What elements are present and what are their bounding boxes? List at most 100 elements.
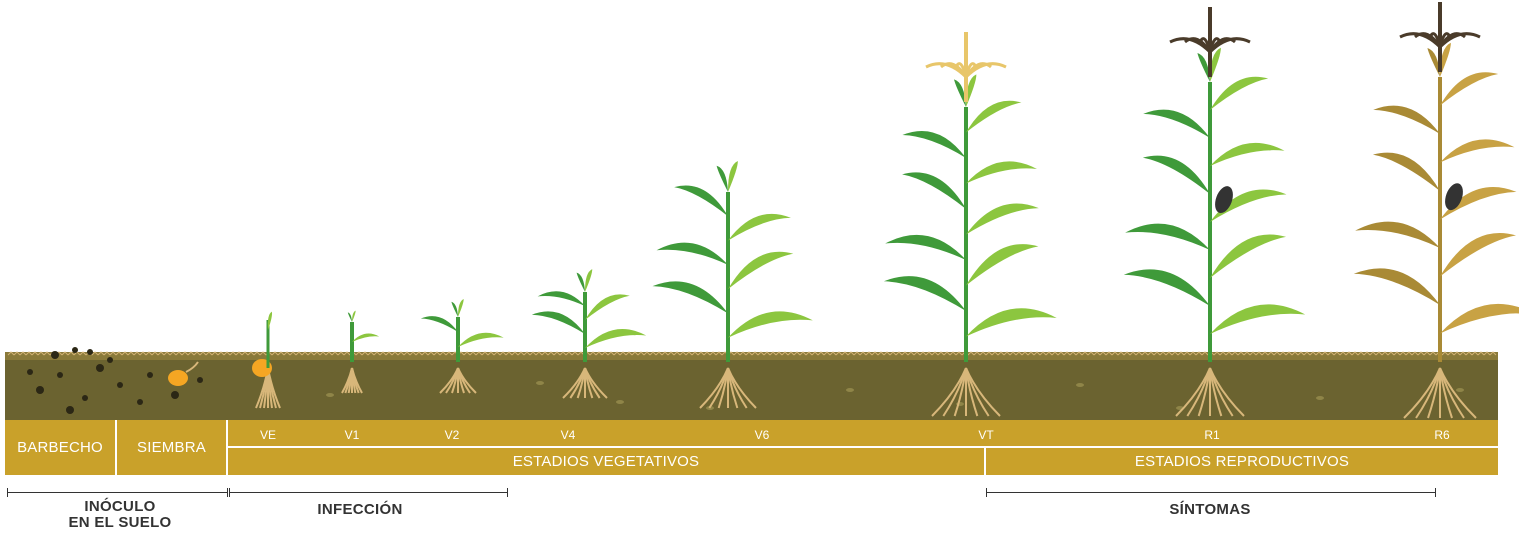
leaf (1210, 76, 1269, 110)
root-strand (457, 367, 477, 394)
tassel (925, 32, 1007, 102)
inoculo-label: INÓCULO EN EL SUELO (40, 499, 200, 531)
leaf-top (1427, 47, 1440, 77)
leaf-top (1197, 52, 1210, 82)
root-strand (584, 367, 608, 399)
stage-label-v2: V2 (444, 428, 460, 442)
leaf-top (351, 310, 356, 322)
leaf (883, 276, 966, 311)
leaf (1142, 155, 1210, 194)
inoculum-particle (36, 386, 44, 394)
crop-growth-illustration (5, 2, 1519, 420)
leaf-top (451, 301, 458, 317)
tassel-branch (964, 62, 1007, 79)
ve-leaf (267, 311, 273, 330)
soil-surface (5, 352, 1498, 360)
root-strand (351, 367, 363, 394)
tassel (1399, 2, 1481, 72)
roots (439, 367, 477, 394)
inoculum-particle (66, 406, 74, 414)
inoculum-particle (117, 382, 123, 388)
stage-label-ve: VE (259, 428, 277, 442)
leaf (1355, 221, 1440, 248)
inoculum-particle (171, 391, 179, 399)
inoculum-particle (82, 395, 88, 401)
leaf-top (965, 74, 977, 107)
stage-label-v4: V4 (560, 428, 576, 442)
stage-label-v1: V1 (344, 428, 360, 442)
leaf (585, 328, 647, 348)
tassel-branch (1198, 37, 1212, 53)
infeccion-text: INFECCIÓN (317, 501, 403, 518)
leaf (966, 308, 1057, 337)
leaf (1143, 109, 1210, 138)
root-strand (1439, 367, 1477, 419)
siembra-label: SIEMBRA (137, 439, 206, 456)
leaf-top (1209, 47, 1221, 82)
inoculum-particle (137, 399, 143, 405)
roots (1403, 367, 1477, 419)
leaf-top (954, 79, 966, 107)
sintomas-label: SÍNTOMAS (1130, 502, 1290, 518)
inoculo-range-line (7, 488, 228, 497)
tassel (1169, 7, 1251, 77)
inoculum-particle (87, 349, 93, 355)
leaf (1210, 234, 1287, 278)
leaf-top (1439, 42, 1451, 77)
leaf (458, 332, 504, 347)
soil-spot (846, 388, 854, 392)
stage-label-vt: VT (978, 428, 994, 442)
inoculo-line1: INÓCULO (84, 498, 156, 515)
seed-sprout (185, 361, 199, 373)
inoculum-particle (96, 364, 104, 372)
leaf (1440, 72, 1499, 106)
leaf (652, 281, 728, 314)
leaf (966, 161, 1037, 184)
barbecho-cell: BARBECHO (5, 420, 115, 475)
leaf (966, 100, 1022, 133)
seed-siembra (168, 370, 188, 386)
leaf (728, 213, 791, 241)
leaf (728, 311, 813, 338)
tassel-branch (1208, 37, 1251, 54)
tassel-branch (1438, 32, 1481, 49)
soil-band (5, 358, 1498, 420)
reproductive-label: ESTADIOS REPRODUCTIVOS (1134, 453, 1350, 470)
ear (1445, 183, 1463, 211)
inoculum-particle (72, 347, 78, 353)
leaf (352, 333, 380, 342)
roots (341, 367, 363, 394)
leaf (728, 251, 794, 290)
root-strand (965, 367, 1001, 417)
leaf (1210, 304, 1306, 334)
inoculum-particle (147, 372, 153, 378)
soil-spot (326, 393, 334, 397)
vegetative-label: ESTADIOS VEGETATIVOS (512, 453, 700, 470)
barbecho-label: BARBECHO (17, 439, 103, 456)
leaf (966, 244, 1039, 286)
sintomas-text: SÍNTOMAS (1169, 501, 1251, 518)
stage-label-v6: V6 (754, 428, 770, 442)
soil-stubble (7, 351, 1497, 356)
leaf (674, 185, 728, 217)
reproductive-cell: ESTADIOS REPRODUCTIVOS (986, 448, 1498, 475)
inoculo-line2: EN EL SUELO (68, 514, 172, 531)
soil-spot (1076, 383, 1084, 387)
inoculum-particle (197, 377, 203, 383)
leaf (1373, 105, 1440, 134)
leaf (902, 172, 966, 209)
sintomas-range-line (986, 488, 1436, 497)
vegetative-cell: ESTADIOS VEGETATIVOS (228, 448, 984, 475)
soil-spot (536, 381, 544, 385)
stage-label-r1: R1 (1204, 428, 1220, 442)
leaf (420, 316, 458, 332)
tassel-branch (954, 62, 968, 78)
inoculum-particle (27, 369, 33, 375)
leaf (531, 311, 585, 334)
leaf (1440, 303, 1519, 334)
leaf-top (347, 312, 352, 322)
leaf (1125, 223, 1210, 250)
leaf (902, 130, 966, 158)
leaf (885, 234, 966, 260)
root-strand (727, 367, 757, 409)
